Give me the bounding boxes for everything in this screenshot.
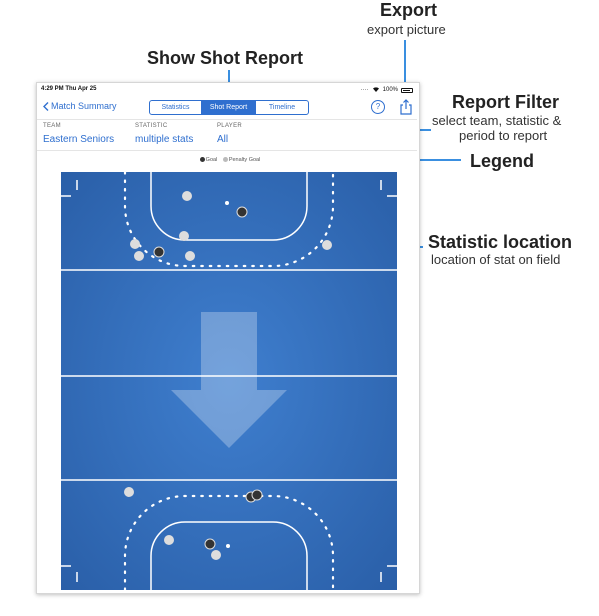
stat-dot	[226, 544, 230, 548]
top-dotted-arc	[123, 170, 335, 268]
statistic-filter[interactable]: STATISTIC multiple stats	[135, 123, 193, 145]
navigation-bar: Match Summary Statistics Shot Report Tim…	[37, 95, 419, 121]
penalty-goal-legend-swatch	[222, 157, 228, 163]
tab-timeline[interactable]: Timeline	[268, 104, 296, 111]
penalty-goal-marker	[185, 251, 195, 261]
legend: Goal Penalty Goal	[37, 157, 419, 163]
status-bar: 4:29 PM Thu Apr 25 ···· 100%	[37, 83, 419, 95]
penalty-goal-marker	[134, 251, 144, 261]
bottom-dotted-arc	[123, 494, 335, 592]
player-filter-value: All	[217, 134, 229, 145]
battery-icon	[401, 87, 413, 93]
status-right: ···· 100%	[361, 86, 413, 94]
back-button-label: Match Summary	[51, 101, 117, 111]
team-filter-label: TEAM	[43, 123, 61, 129]
report-filter-callout-sub2: period to report	[459, 128, 548, 143]
status-time: 4:29 PM Thu Apr 25	[41, 86, 97, 92]
tab-statistics[interactable]: Statistics	[150, 101, 202, 114]
field-lines	[61, 172, 397, 590]
help-button[interactable]: ?	[371, 100, 385, 114]
ipad-screen: 4:29 PM Thu Apr 25 ···· 100% Match Summa…	[36, 82, 420, 594]
share-export-button[interactable]	[399, 99, 413, 115]
statistic-location-callout-subtitle: location of stat on field	[431, 252, 561, 267]
report-filter-callout-title: Report Filter	[452, 92, 560, 112]
player-filter-label: PLAYER	[217, 123, 243, 129]
legend-callout-title: Legend	[470, 151, 535, 171]
back-button[interactable]: Match Summary	[43, 101, 117, 111]
penalty-goal-marker	[130, 239, 140, 249]
export-callout-subtitle: export picture	[367, 22, 446, 37]
team-filter[interactable]: TEAM Eastern Seniors	[43, 123, 114, 145]
shot-markers-bottom	[124, 487, 263, 560]
goal-legend-swatch	[199, 157, 205, 163]
player-filter[interactable]: PLAYER All	[217, 123, 242, 145]
goal-marker	[153, 246, 165, 258]
stat-dot	[225, 201, 229, 205]
export-callout-title: Export	[380, 0, 438, 20]
penalty-goal-marker	[211, 550, 221, 560]
penalty-goal-legend-label: Penalty Goal	[228, 157, 261, 163]
penalty-goal-marker	[179, 231, 189, 241]
goal-marker	[236, 206, 248, 218]
report-filter-bar: TEAM Eastern Seniors STATISTIC multiple …	[37, 119, 417, 151]
goal-marker	[204, 538, 216, 550]
report-filter-callout-sub1: select team, statistic &	[432, 113, 562, 128]
arrow-down-icon	[171, 312, 287, 448]
field-surface	[61, 172, 397, 590]
penalty-goal-marker	[182, 191, 192, 201]
shot-markers-top	[130, 191, 332, 261]
field-diagram	[61, 170, 397, 592]
penalty-goal-marker	[124, 487, 134, 497]
goal-legend-label: Goal	[205, 157, 218, 163]
team-filter-value: Eastern Seniors	[43, 134, 115, 145]
export-callout-line	[404, 40, 406, 90]
penalty-goal-marker	[164, 535, 174, 545]
battery-percent: 100%	[382, 87, 398, 93]
report-segmented-control: Statistics Shot Report Timeline	[149, 100, 309, 115]
penalty-goal-marker	[322, 240, 332, 250]
goal-marker	[251, 489, 263, 501]
hockey-field	[61, 170, 397, 592]
chevron-left-icon	[43, 101, 49, 111]
signal-dots-icon: ····	[360, 87, 369, 93]
statistic-filter-label: STATISTIC	[135, 123, 168, 129]
tab-shot-report[interactable]: Shot Report	[202, 101, 256, 114]
statistic-location-callout-title: Statistic location	[428, 232, 573, 252]
statistic-filter-value: multiple stats	[135, 134, 194, 145]
share-icon	[400, 99, 412, 115]
wifi-icon	[372, 86, 380, 94]
show-shot-report-callout-title: Show Shot Report	[147, 48, 303, 68]
